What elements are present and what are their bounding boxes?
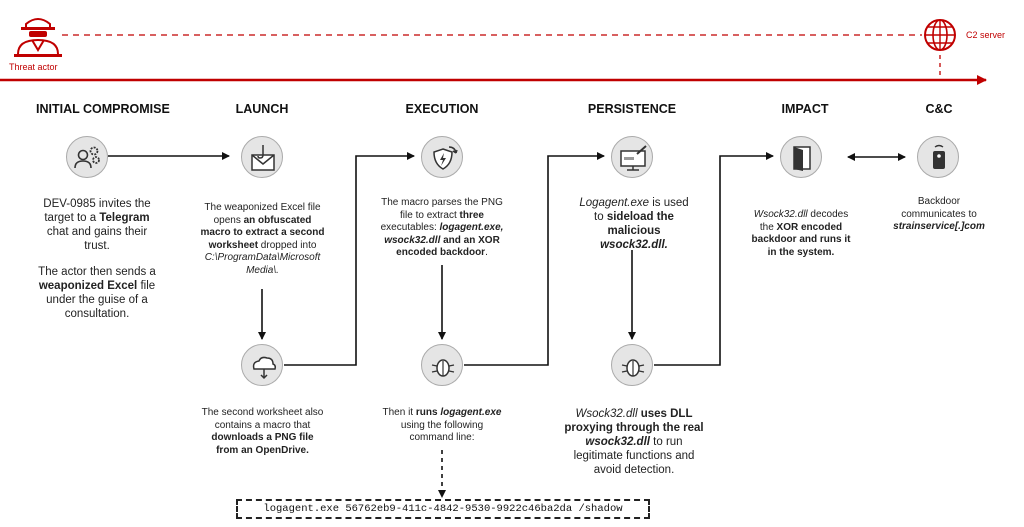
download-text: The second worksheet also contains a mac… (201, 407, 324, 456)
threat-actor-icon (14, 18, 62, 57)
command-line-box: logagent.exe 56762eb9-411c-4842-9530-992… (236, 499, 650, 519)
shield-bolt-icon (421, 136, 463, 178)
initial-compromise-text: DEV-0985 invites the target to a Telegra… (43, 198, 151, 252)
arrow-download-to-execution (284, 152, 415, 366)
impact-text: Wsock32.dll decodes the XOR encoded back… (751, 209, 851, 258)
launch-text: The weaponized Excel file opens an obfus… (200, 202, 325, 276)
run-logagent-text: Then it runs logagent.exe using the foll… (382, 407, 502, 443)
backdoor-device-icon (917, 136, 959, 178)
heading-cc: C&C (925, 102, 953, 116)
bug-icon (611, 344, 653, 386)
threat-actor-label: Threat actor (9, 62, 58, 72)
heading-initial-compromise: INITIAL COMPROMISE (36, 102, 170, 116)
heading-launch: LAUNCH (235, 102, 289, 116)
email-hook-icon (241, 136, 283, 178)
cc-text: Backdoor communicates to strainservice[.… (893, 196, 985, 232)
heading-execution: EXECUTION (405, 102, 479, 116)
user-gears-icon (66, 136, 108, 178)
c2-server-label: C2 server (966, 30, 1006, 40)
door-icon (780, 136, 822, 178)
execution-text: The macro parses the PNG file to extract… (380, 197, 504, 258)
bug-icon (421, 344, 463, 386)
monitor-injection-icon (611, 136, 653, 178)
dll-proxy-text: Wsock32.dll uses DLL proxying through th… (564, 408, 704, 476)
heading-impact: IMPACT (781, 102, 829, 116)
globe-icon (924, 19, 956, 51)
persistence-text: Logagent.exe is used to sideload the mal… (579, 197, 689, 251)
arrow-proxy-to-impact (654, 152, 774, 366)
arrow-run-to-persistence (464, 152, 605, 366)
heading-persistence: PERSISTENCE (587, 102, 677, 116)
initial-compromise-text-2: The actor then sends a weaponized Excel … (38, 266, 156, 320)
cloud-download-icon (241, 344, 283, 386)
